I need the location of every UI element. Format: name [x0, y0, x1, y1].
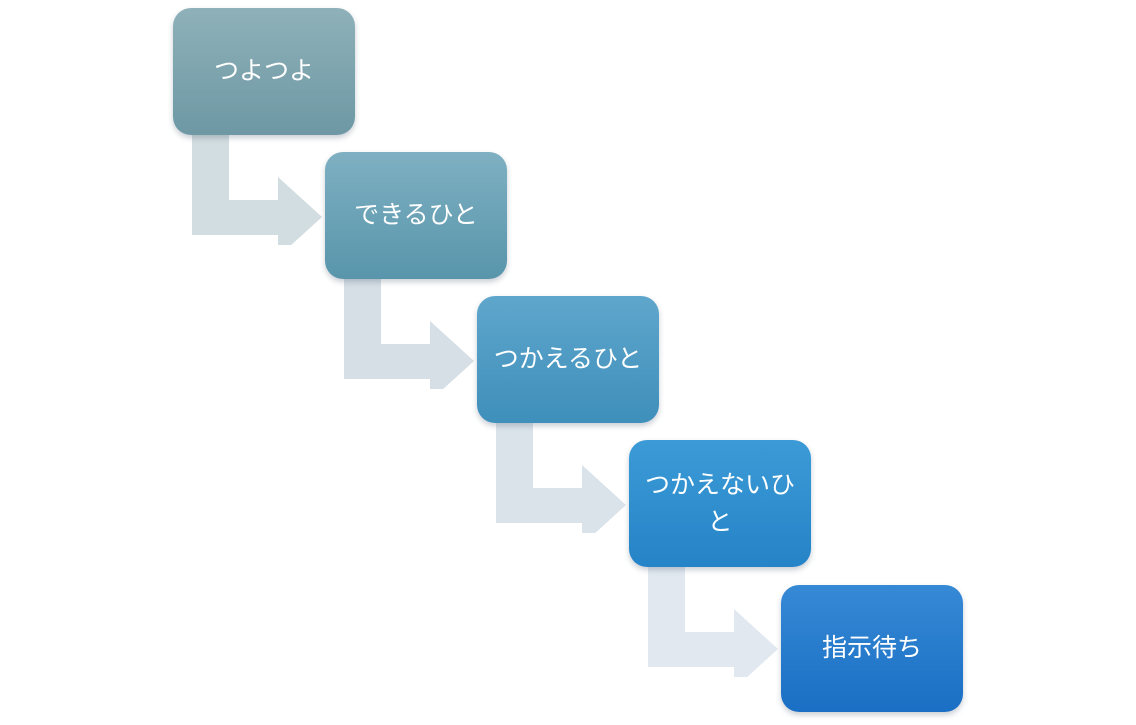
step-box-2: できるひと	[325, 152, 507, 279]
step-box-5: 指示待ち	[781, 585, 963, 712]
step-box-4: つかえないひと	[629, 440, 811, 567]
step-box-1: つよつよ	[173, 8, 355, 135]
step-box-3: つかえるひと	[477, 296, 659, 423]
step-label-1: つよつよ	[213, 56, 314, 86]
step-label-5: 指示待ち	[821, 633, 922, 663]
bent-arrow-4	[648, 567, 778, 677]
bent-arrow-1	[192, 135, 322, 245]
bent-arrow-4-shape	[648, 567, 778, 677]
bent-arrow-1-shape	[192, 135, 322, 245]
bent-arrow-3	[496, 423, 626, 533]
step-label-4: つかえないひと	[644, 470, 795, 536]
step-label-3: つかえるひと	[493, 344, 643, 374]
bent-arrow-2	[344, 279, 474, 389]
bent-arrow-3-shape	[496, 423, 626, 533]
step-label-2: できるひと	[354, 200, 478, 230]
bent-arrow-2-shape	[344, 279, 474, 389]
